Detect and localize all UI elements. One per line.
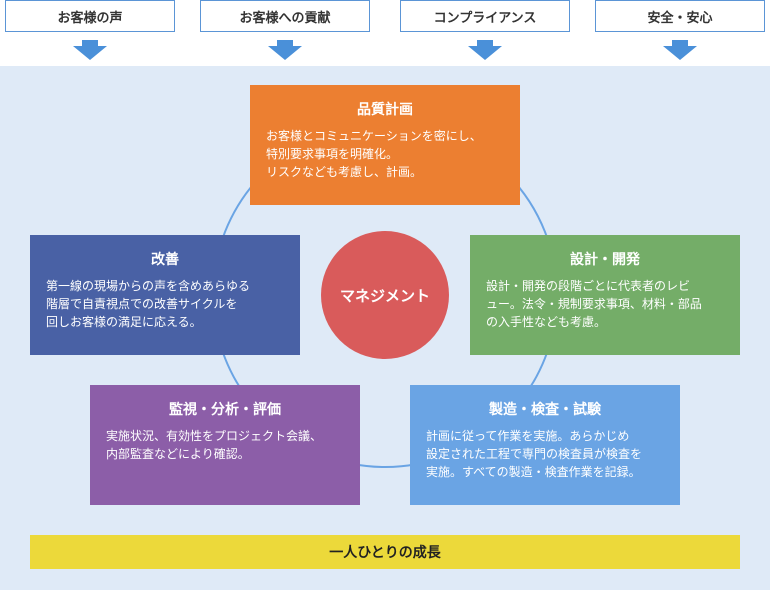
card-title: 製造・検査・試験 — [489, 402, 601, 418]
input-label: お客様への貢献 — [239, 10, 331, 26]
card-body: 第一線の現場からの声を含めあらゆる 階層で自責視点での改善サイクルを 回しお客様… — [46, 279, 251, 329]
input-label: お客様の声 — [57, 10, 123, 26]
card-body: お客様とコミュニケーションを密にし、 特別要求事項を明確化。 リスクなども考慮し… — [266, 129, 482, 179]
card-improvement: 改善 第一線の現場からの声を含めあらゆる 階層で自責視点での改善サイクルを 回し… — [30, 235, 300, 355]
input-box-customer-voice: お客様の声 — [5, 0, 175, 32]
input-box-compliance: コンプライアンス — [400, 0, 570, 32]
down-arrow-icon — [268, 40, 302, 60]
card-title: 監視・分析・評価 — [169, 402, 281, 418]
card-quality-planning: 品質計画 お客様とコミュニケーションを密にし、 特別要求事項を明確化。 リスクな… — [250, 85, 520, 205]
card-title: 設計・開発 — [570, 252, 640, 268]
down-arrow-icon — [73, 40, 107, 60]
management-label: マネジメント — [339, 286, 430, 305]
growth-bar: 一人ひとりの成長 — [30, 535, 740, 569]
card-body: 計画に従って作業を実施。あらかじめ 設定された工程で専門の検査員が検査を 実施。… — [426, 429, 643, 479]
input-label: 安全・安心 — [647, 10, 713, 26]
card-monitoring-analysis: 監視・分析・評価 実施状況、有効性をプロジェクト会議、 内部監査などにより確認。 — [90, 385, 360, 505]
card-body: 実施状況、有効性をプロジェクト会議、 内部監査などにより確認。 — [106, 429, 323, 461]
card-design-development: 設計・開発 設計・開発の段階ごとに代表者のレビ ュー。法令・規制要求事項、材料・… — [470, 235, 740, 355]
input-box-safety: 安全・安心 — [595, 0, 765, 32]
card-manufacturing-inspection: 製造・検査・試験 計画に従って作業を実施。あらかじめ 設定された工程で専門の検査… — [410, 385, 680, 505]
down-arrow-icon — [468, 40, 502, 60]
input-box-customer-contribution: お客様への貢献 — [200, 0, 370, 32]
management-circle: マネジメント — [321, 231, 449, 359]
card-title: 改善 — [151, 252, 179, 268]
card-body: 設計・開発の段階ごとに代表者のレビ ュー。法令・規制要求事項、材料・部品 の入手… — [486, 279, 702, 329]
input-label: コンプライアンス — [433, 10, 537, 26]
growth-label: 一人ひとりの成長 — [329, 545, 441, 561]
down-arrow-icon — [663, 40, 697, 60]
card-title: 品質計画 — [357, 102, 413, 118]
